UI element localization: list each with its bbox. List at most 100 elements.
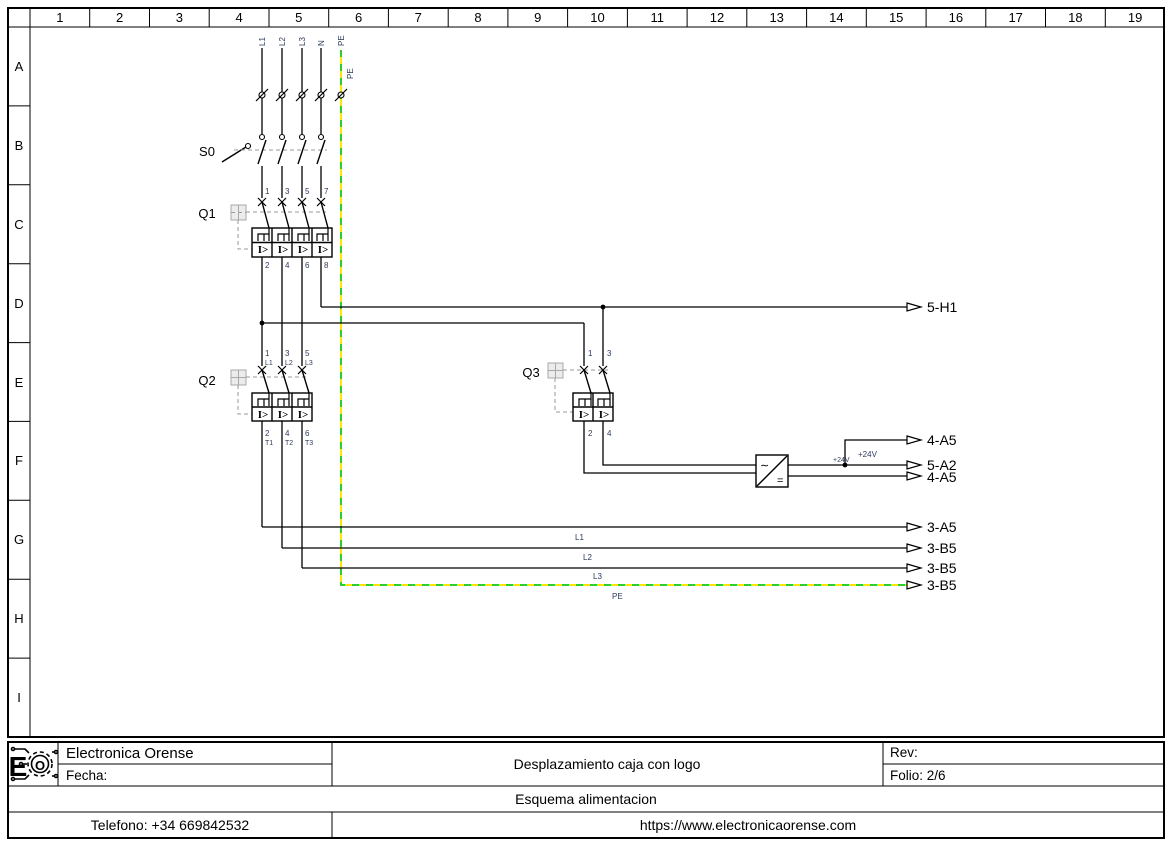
conductor-label-l1: L1 xyxy=(575,533,584,542)
folio-links: 5-H1 4-A5 5-A2 4-A5 3-A5 3-B5 xyxy=(906,299,958,593)
terminal-number: 7 xyxy=(324,187,329,196)
pe-conductor xyxy=(340,50,907,586)
folio-link: 3-B5 xyxy=(906,577,957,593)
component-q2: Q2 1 3 5 L1 L2 L3 xyxy=(198,349,313,447)
logo-letter-e: E xyxy=(9,751,28,782)
col-label: 17 xyxy=(1008,10,1022,25)
company-logo: E O xyxy=(9,746,59,782)
folio-link: 3-A5 xyxy=(906,519,957,535)
terminal-name: T1 xyxy=(265,440,273,447)
source-symbol-icon xyxy=(255,88,269,102)
folio-link: 5-H1 xyxy=(906,299,958,315)
column-labels: 1 2 3 4 5 6 7 8 9 10 11 12 13 14 15 16 1… xyxy=(56,10,1142,25)
terminal-number: 2 xyxy=(265,261,270,270)
col-label: 11 xyxy=(650,10,664,25)
incoming-label-l2: L2 xyxy=(278,37,287,46)
trip-symbol: I> xyxy=(298,244,309,256)
incoming-labels: L1 L2 L3 N PE PE xyxy=(258,35,355,79)
col-label: 12 xyxy=(710,10,724,25)
date-label: Fecha: xyxy=(66,768,107,783)
component-q1: Q1 1 3 5 7 xyxy=(198,187,333,270)
col-label: 9 xyxy=(534,10,541,25)
folio-label: Folio: 2/6 xyxy=(890,768,946,783)
psu-dc-symbol: = xyxy=(777,475,783,487)
link-label: 4-A5 xyxy=(927,469,957,485)
col-label: 1 xyxy=(56,10,63,25)
terminal-number: 5 xyxy=(305,187,310,196)
component-q3: Q3 1 3 I> I> 2 4 xyxy=(522,349,614,438)
s0-label: S0 xyxy=(199,144,215,159)
col-label: 5 xyxy=(295,10,302,25)
folio-link: 5-A2 xyxy=(906,457,957,473)
col-label: 2 xyxy=(116,10,123,25)
v24-label: +24V xyxy=(833,457,850,464)
terminal-name: T3 xyxy=(305,440,313,447)
source-symbol-icon xyxy=(295,88,309,102)
terminal-number: 3 xyxy=(607,349,612,358)
col-label: 18 xyxy=(1068,10,1082,25)
grid-frame: 1 2 3 4 5 6 7 8 9 10 11 12 13 14 15 16 1… xyxy=(7,7,1165,738)
circuit-trace-icon xyxy=(10,746,59,782)
incoming-label-pe: PE xyxy=(337,35,346,46)
row-label: F xyxy=(15,453,23,468)
website-url: https://www.electronicaorense.com xyxy=(640,817,856,833)
terminal-number: 4 xyxy=(285,429,290,438)
col-label: 15 xyxy=(889,10,903,25)
drawing-description: Desplazamiento caja con logo xyxy=(514,756,701,772)
trip-symbol: I> xyxy=(318,244,329,256)
q1-label: Q1 xyxy=(198,206,215,221)
row-label: C xyxy=(14,217,23,232)
link-arrow-icon xyxy=(906,543,924,553)
row-label: A xyxy=(15,59,24,74)
link-label: 5-A2 xyxy=(927,457,957,473)
trip-symbol: I> xyxy=(278,244,289,256)
terminal-number: 6 xyxy=(305,261,310,270)
gear-icon xyxy=(27,751,53,777)
trip-symbol: I> xyxy=(298,409,309,421)
row-label: G xyxy=(14,532,24,547)
col-label: 8 xyxy=(474,10,481,25)
trip-symbol: I> xyxy=(278,409,289,421)
row-labels: A B C D E F G H I xyxy=(14,59,24,705)
row-label: D xyxy=(14,296,23,311)
folio-link: 3-B5 xyxy=(906,540,957,556)
trip-symbol: I> xyxy=(258,244,269,256)
link-arrow-icon xyxy=(906,522,924,532)
terminal-number: 1 xyxy=(588,349,593,358)
component-s0: S0 xyxy=(199,133,327,165)
link-arrow-icon xyxy=(906,460,924,470)
col-label: 4 xyxy=(235,10,242,25)
link-label: 5-H1 xyxy=(927,299,958,315)
row-dividers xyxy=(8,105,30,659)
logo-letter-o: O xyxy=(35,758,45,773)
trip-symbol: I> xyxy=(599,409,610,421)
terminal-name: L3 xyxy=(305,360,313,367)
terminal-number: 2 xyxy=(588,429,593,438)
link-label: 3-B5 xyxy=(927,560,957,576)
trip-symbol: I> xyxy=(579,409,590,421)
conductor-label-pe: PE xyxy=(612,592,623,601)
terminal-number: 3 xyxy=(285,187,290,196)
col-label: 6 xyxy=(355,10,362,25)
incoming-label-n: N xyxy=(317,40,326,46)
row-label: I xyxy=(17,690,21,705)
link-arrow-icon xyxy=(906,580,924,590)
junction-dot xyxy=(600,304,606,310)
terminal-number: 2 xyxy=(265,429,270,438)
link-arrow-icon xyxy=(906,302,924,312)
q1-contacts xyxy=(257,197,326,207)
trip-symbol: I> xyxy=(258,409,269,421)
incoming-source-symbols xyxy=(255,88,348,102)
terminal-number: 4 xyxy=(607,429,612,438)
source-symbol-icon xyxy=(334,88,348,102)
incoming-label-l3: L3 xyxy=(298,37,307,46)
row-label: B xyxy=(15,138,24,153)
q3-label: Q3 xyxy=(522,365,539,380)
terminal-number: 1 xyxy=(265,349,270,358)
incoming-label-l1: L1 xyxy=(258,37,267,46)
source-symbol-icon xyxy=(314,88,328,102)
q2-label: Q2 xyxy=(198,373,215,388)
terminal-name: L2 xyxy=(285,360,293,367)
component-psu: ∼ = xyxy=(755,454,789,488)
